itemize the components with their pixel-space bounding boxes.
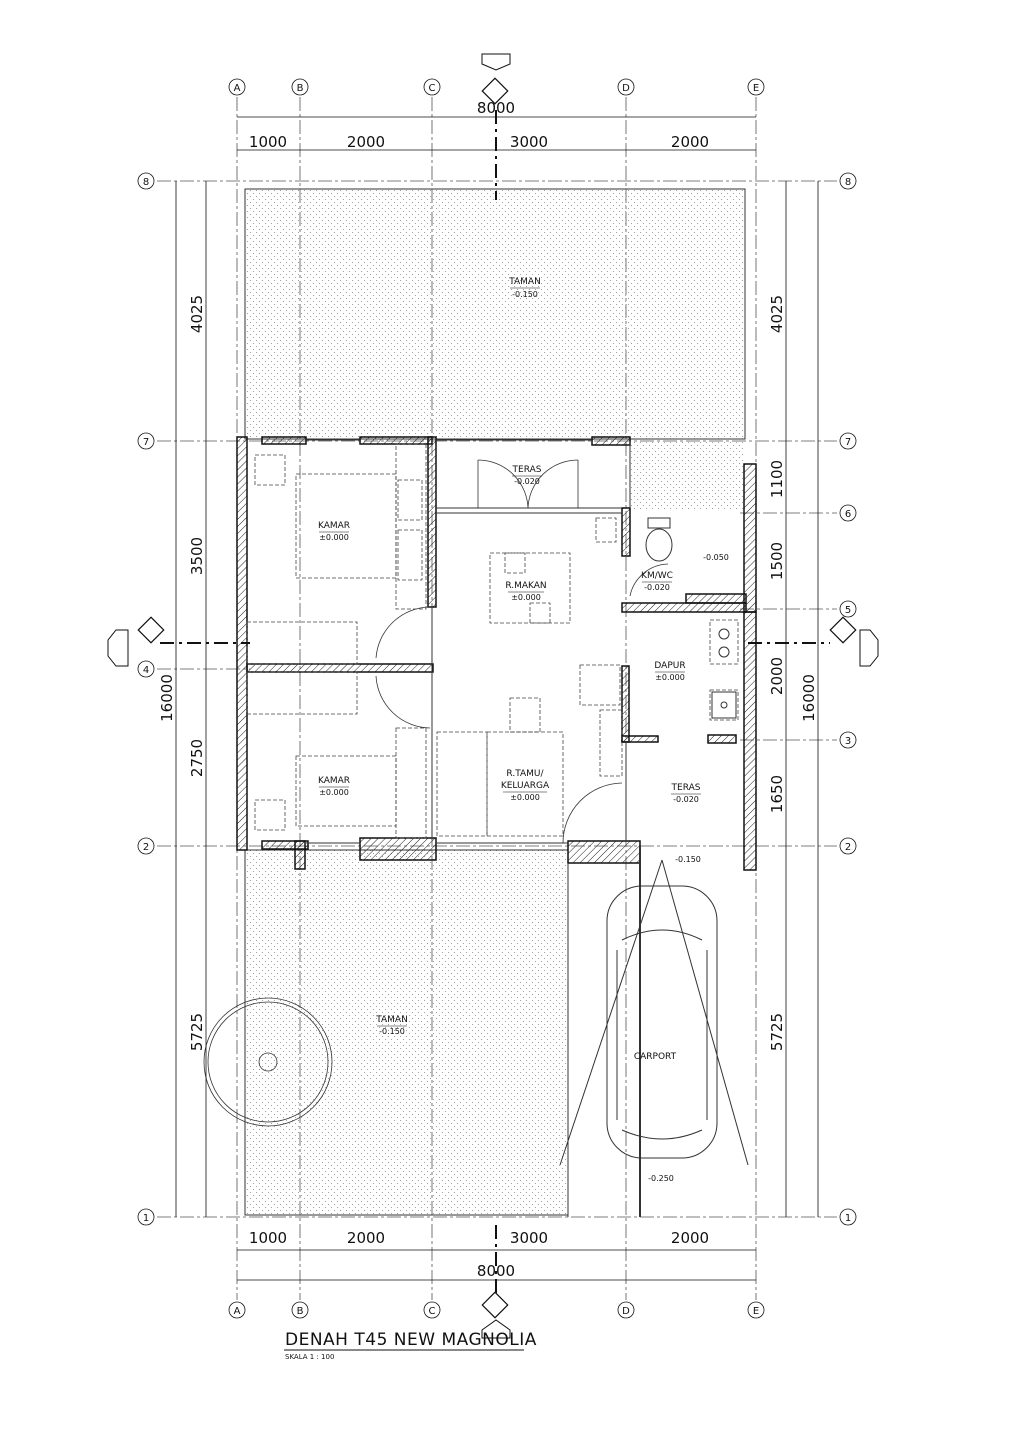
dim-top-total: 8000 <box>477 99 515 117</box>
dim-bottom-1: 1000 <box>249 1229 287 1247</box>
dim-right-total: 16000 <box>800 674 818 722</box>
dim-right-1: 4025 <box>768 295 786 333</box>
room-label-teras-front: TERAS -0.020 <box>671 783 701 804</box>
tree-icon <box>203 997 333 1127</box>
grid-col-a-bottom: A <box>234 1306 241 1317</box>
thin-partitions <box>306 439 641 1217</box>
grid-row-2-right: 2 <box>845 842 851 853</box>
stove-icon <box>718 628 730 658</box>
room-level: -0.020 <box>514 477 540 486</box>
room-level-shower: -0.050 <box>703 553 729 562</box>
room-name: R.MAKAN <box>505 581 546 591</box>
dim-top-4: 2000 <box>671 133 709 151</box>
room-level: -0.020 <box>673 795 699 804</box>
carport-edge-level: -0.150 <box>675 855 701 864</box>
room-label-r-tamu: R.TAMU/ KELUARGA ±0.000 <box>501 769 550 802</box>
grid-row-5-right: 5 <box>845 605 851 616</box>
grid-row-7-right: 7 <box>845 437 851 448</box>
room-label-kmwc: KM/WC -0.020 <box>641 571 673 592</box>
dim-left-2: 3500 <box>188 537 206 575</box>
room-label-teras-back: TERAS -0.020 <box>512 465 542 486</box>
room-label-taman-front: TAMAN -0.150 <box>375 1015 408 1036</box>
grid-bubbles <box>137 78 857 1319</box>
dim-right-2: 1100 <box>768 460 786 498</box>
grid-col-b-bottom: B <box>297 1306 304 1317</box>
room-level: -0.250 <box>648 1174 674 1183</box>
room-level: ±0.000 <box>510 793 540 802</box>
room-name: KAMAR <box>318 776 350 786</box>
room-level: -0.020 <box>644 583 670 592</box>
room-name: TERAS <box>512 465 542 475</box>
room-name: KM/WC <box>641 571 673 581</box>
room-label-kamar-1: KAMAR ±0.000 <box>318 521 350 542</box>
walls <box>236 436 757 871</box>
toilet-icon <box>645 517 673 562</box>
grid-col-e-top: E <box>753 83 759 94</box>
grid-row-7-left: 7 <box>143 437 149 448</box>
car-icon <box>559 859 749 1166</box>
grid-row-3-right: 3 <box>845 736 851 747</box>
grid-row-4-left: 4 <box>143 665 149 676</box>
dim-left-1: 4025 <box>188 295 206 333</box>
dimension-lines <box>175 116 819 1281</box>
dim-left-total: 16000 <box>158 674 176 722</box>
dim-top-2: 2000 <box>347 133 385 151</box>
back-garden-area <box>244 188 746 440</box>
section-cut-lines <box>160 110 830 1295</box>
dim-left-3: 2750 <box>188 739 206 777</box>
room-label-r-makan: R.MAKAN ±0.000 <box>505 581 546 602</box>
room-level: ±0.000 <box>511 593 541 602</box>
room-level: -0.150 <box>379 1027 405 1036</box>
dim-bottom-2: 2000 <box>347 1229 385 1247</box>
grid-row-1-right: 1 <box>845 1213 851 1224</box>
grid-row-1-left: 1 <box>143 1213 149 1224</box>
dim-bottom-3: 3000 <box>510 1229 548 1247</box>
drawing-scale: SKALA 1 : 100 <box>285 1353 334 1361</box>
room-label-dapur: DAPUR ±0.000 <box>654 661 685 682</box>
room-level: ±0.000 <box>319 788 349 797</box>
grid-row-8-right: 8 <box>845 177 851 188</box>
dim-right-5: 1650 <box>768 775 786 813</box>
dim-right-4: 2000 <box>768 657 786 695</box>
dim-bottom-4: 2000 <box>671 1229 709 1247</box>
grid-row-2-left: 2 <box>143 842 149 853</box>
room-label-kamar-2: KAMAR ±0.000 <box>318 776 350 797</box>
grid-col-d-bottom: D <box>622 1306 630 1317</box>
dim-left-4: 5725 <box>188 1013 206 1051</box>
room-label-carport: CARPORT -0.250 <box>634 1052 677 1183</box>
dim-top-1: 1000 <box>249 133 287 151</box>
room-name: TAMAN <box>375 1015 408 1025</box>
room-name-2: KELUARGA <box>501 781 550 791</box>
section-marker-icon <box>137 77 857 1319</box>
room-name: R.TAMU/ <box>506 769 544 779</box>
sink-icon <box>711 691 737 719</box>
grid-col-e-bottom: E <box>753 1306 759 1317</box>
room-name: TERAS <box>671 783 701 793</box>
grid-col-d-top: D <box>622 83 630 94</box>
grid-row-8-left: 8 <box>143 177 149 188</box>
grid-col-b-top: B <box>297 83 304 94</box>
doors <box>375 459 669 844</box>
dim-right-3: 1500 <box>768 542 786 580</box>
view-arrow-icon <box>107 53 879 1339</box>
grid-row-6-right: 6 <box>845 509 851 520</box>
room-name: TAMAN <box>508 277 541 287</box>
grid-col-c-bottom: C <box>429 1306 436 1317</box>
room-level: ±0.000 <box>655 673 685 682</box>
room-level: -0.150 <box>512 290 538 299</box>
room-name: KAMAR <box>318 521 350 531</box>
room-name: CARPORT <box>634 1052 677 1062</box>
room-level: ±0.000 <box>319 533 349 542</box>
dim-right-6: 5725 <box>768 1013 786 1051</box>
dim-top-3: 3000 <box>510 133 548 151</box>
room-name: DAPUR <box>654 661 685 671</box>
room-label-taman-back: TAMAN -0.150 <box>508 277 541 299</box>
grid-col-c-top: C <box>429 83 436 94</box>
front-garden-area <box>244 849 569 1216</box>
grid-col-a-top: A <box>234 83 241 94</box>
right-garden-area <box>630 441 745 511</box>
drawing-title: DENAH T45 NEW MAGNOLIA <box>285 1330 537 1350</box>
